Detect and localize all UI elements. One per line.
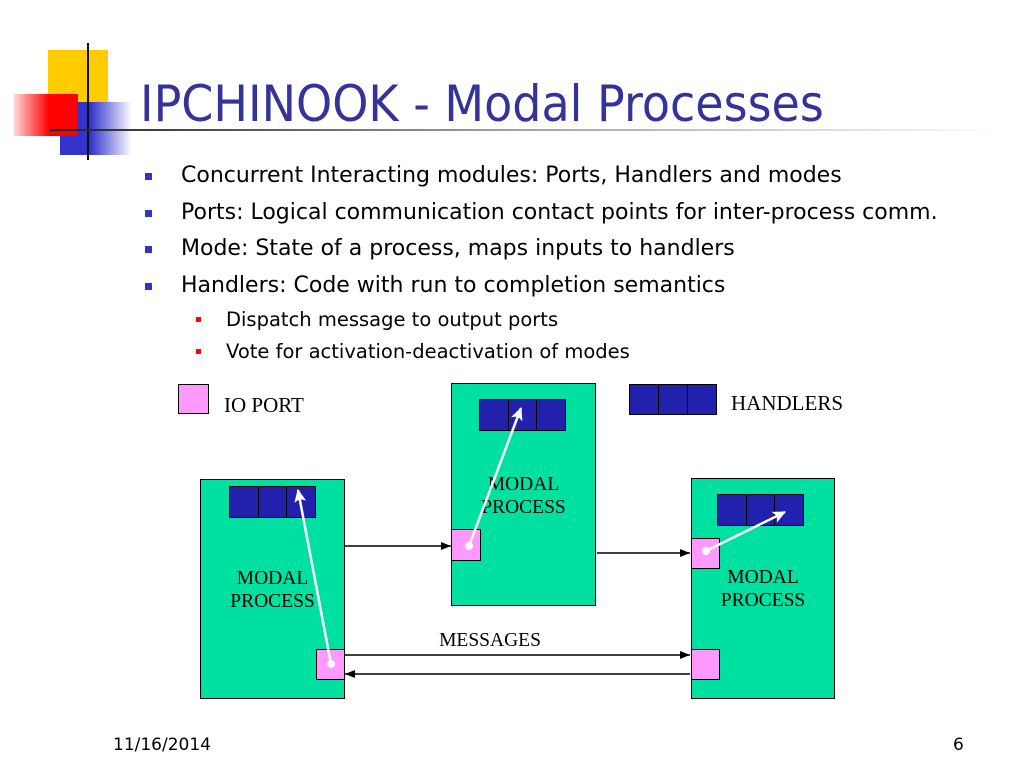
- handler-cell: [658, 385, 687, 414]
- process-label-line: MODAL: [236, 568, 309, 589]
- bullet-item: Concurrent Interacting modules: Ports, H…: [0, 158, 1024, 195]
- process-label-line: PROCESS: [720, 590, 806, 611]
- io-port: [316, 649, 345, 680]
- messages-label: MESSAGES: [439, 630, 541, 651]
- vertical-rule: [87, 43, 89, 160]
- process-label: MODAL PROCESS: [452, 473, 595, 519]
- handler-cell: [718, 495, 746, 525]
- bullet-text: Mode: State of a process, maps inputs to…: [181, 236, 735, 261]
- square-bullet-icon: [145, 282, 152, 290]
- bullet-item: Handlers: Code with run to completion se…: [0, 268, 1024, 305]
- handler-cell: [507, 400, 537, 430]
- handler-cell: [774, 495, 803, 525]
- bullet-item: Mode: State of a process, maps inputs to…: [0, 231, 1024, 268]
- process-handlers: [479, 399, 566, 431]
- handler-cell: [630, 385, 658, 414]
- modal-process-left: MODAL PROCESS: [200, 479, 345, 699]
- sub-bullet-text: Dispatch message to output ports: [226, 308, 559, 331]
- title-underline-rule: [50, 129, 1005, 131]
- process-label: MODAL PROCESS: [201, 567, 344, 613]
- process-label-line: MODAL: [487, 474, 560, 495]
- slide-page-number: 6: [953, 735, 964, 755]
- slide-title: IPCHINOOK - Modal Processes: [140, 75, 824, 133]
- handler-cell: [687, 385, 716, 414]
- bullet-list: Concurrent Interacting modules: Ports, H…: [0, 158, 1024, 368]
- bullet-text: Ports: Logical communication contact poi…: [181, 199, 938, 225]
- bullet-text: Concurrent Interacting modules: Ports, H…: [181, 163, 842, 188]
- legend-handlers-label: HANDLERS: [731, 391, 844, 415]
- io-port: [691, 538, 720, 569]
- square-bullet-icon: [145, 209, 152, 217]
- bullet-item: Ports: Logical communication contact poi…: [0, 195, 1024, 232]
- legend-io-port-swatch: [178, 384, 209, 414]
- handler-cell: [230, 487, 258, 517]
- legend-io-port-label: IO PORT: [224, 393, 304, 417]
- io-port: [451, 529, 481, 561]
- modal-process-right: MODAL PROCESS: [691, 478, 835, 699]
- handler-cell: [745, 495, 775, 525]
- square-bullet-icon: [145, 246, 152, 253]
- handler-cell: [536, 400, 565, 430]
- bullet-text: Handlers: Code with run to completion se…: [181, 272, 726, 298]
- sub-bullet-text: Vote for activation-deactivation of mode…: [226, 340, 630, 363]
- square-bullet-icon: [145, 173, 152, 180]
- square-sub-bullet-icon: [196, 317, 201, 322]
- handler-cell: [480, 400, 508, 430]
- handler-cell: [286, 487, 315, 517]
- io-port: [691, 649, 720, 680]
- process-handlers: [717, 494, 804, 526]
- handler-cell: [257, 487, 287, 517]
- footer-date: 11/16/2014: [113, 735, 211, 755]
- sub-bullet-item: Vote for activation-deactivation of mode…: [0, 336, 1024, 368]
- process-handlers: [229, 486, 316, 518]
- modal-process-middle: MODAL PROCESS: [451, 383, 596, 606]
- sub-bullet-item: Dispatch message to output ports: [0, 304, 1024, 336]
- process-label-line: PROCESS: [230, 591, 315, 612]
- legend-handlers-swatch: [629, 384, 717, 415]
- process-label: MODAL PROCESS: [692, 566, 834, 612]
- square-sub-bullet-icon: [196, 349, 201, 354]
- process-label-line: MODAL: [727, 567, 799, 588]
- process-label-line: PROCESS: [481, 497, 566, 518]
